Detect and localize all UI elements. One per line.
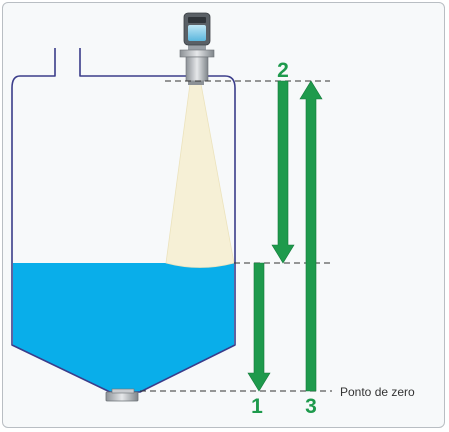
radar-beam (165, 83, 235, 268)
arrow-3-label: 3 (305, 395, 317, 418)
zero-point-label: Ponto de zero (340, 385, 415, 399)
arrow-1-label: 1 (251, 395, 263, 418)
radar-sensor (179, 12, 215, 85)
arrow-2-label: 2 (277, 59, 289, 82)
bottom-outlet (105, 391, 139, 402)
arrow-2-down (271, 80, 295, 264)
liquid (13, 263, 234, 392)
arrow-3-up (299, 80, 323, 392)
arrow-1-down (247, 262, 271, 392)
